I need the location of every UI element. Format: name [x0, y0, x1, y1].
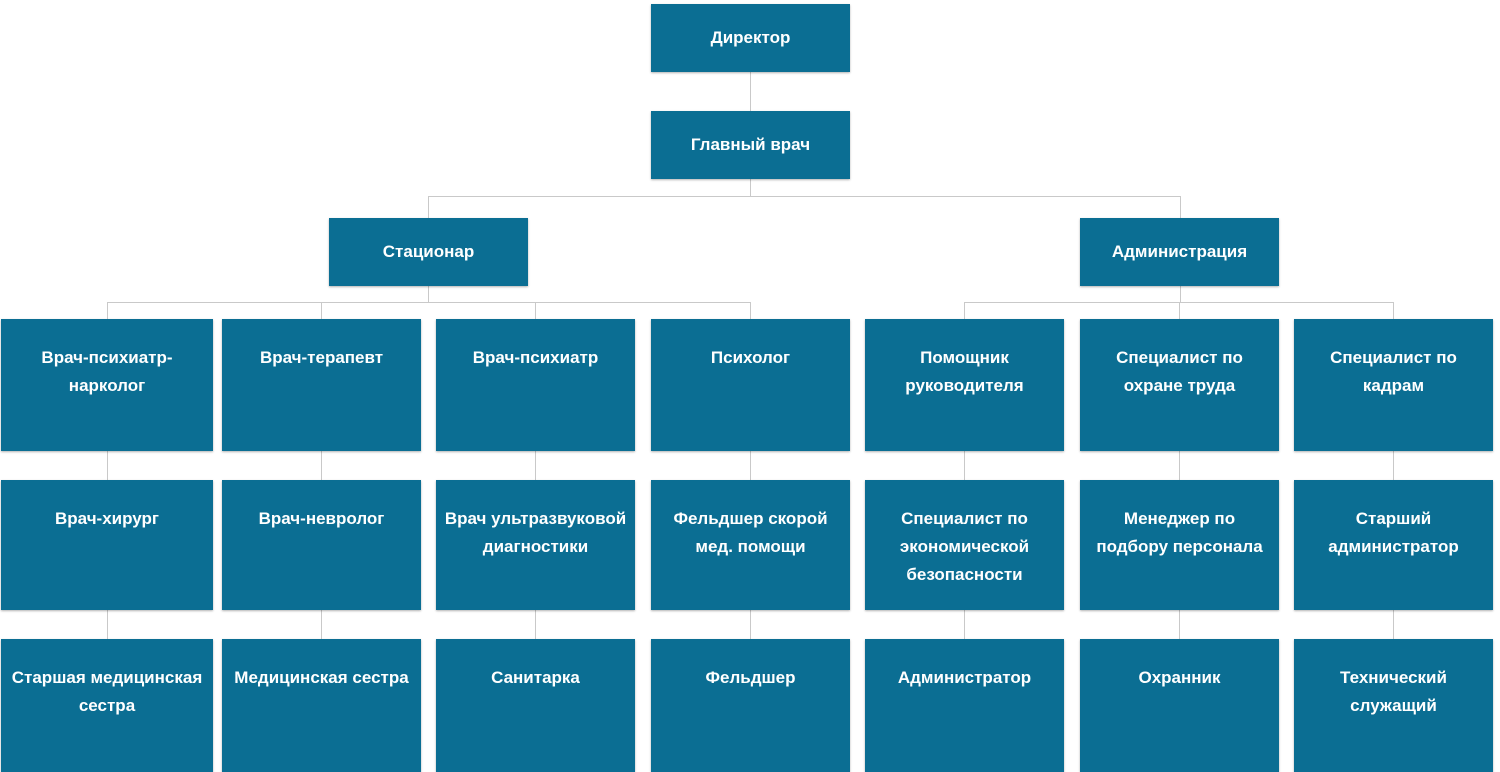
node-hr-specialist[interactable]: Специалист по кадрам	[1294, 319, 1493, 451]
node-econ-security-label: Специалист по экономической безопасности	[899, 509, 1030, 584]
connector-ultrasound-to-orderly	[535, 610, 536, 639]
node-psychiatrist[interactable]: Врач-психиатр	[436, 319, 635, 451]
node-psychologist[interactable]: Психолог	[651, 319, 850, 451]
node-assistant-head-label: Помощник руководителя	[905, 348, 1024, 395]
node-hr-specialist-label: Специалист по кадрам	[1330, 348, 1457, 395]
node-psych-narc-label: Врач-психиатр-нарколог	[41, 348, 173, 395]
connector-paramedic-ems-to-paramedic	[750, 610, 751, 639]
node-head-nurse-label: Старшая медицинская сестра	[11, 668, 203, 715]
node-administration-label: Администрация	[1111, 242, 1248, 261]
node-guard[interactable]: Охранник	[1080, 639, 1279, 772]
connector-senior-admin-to-technical-staff	[1393, 610, 1394, 639]
connector-neurologist-to-nurse	[321, 610, 322, 639]
connector-hr-to-senior-admin	[1393, 451, 1394, 480]
node-director[interactable]: Директор	[651, 4, 850, 72]
node-therapist[interactable]: Врач-терапевт	[222, 319, 421, 451]
node-surgeon[interactable]: Врач-хирург	[1, 480, 213, 610]
node-chief-doctor[interactable]: Главный врач	[651, 111, 850, 179]
connector-hospital-to-psychiatrist	[535, 302, 536, 319]
node-paramedic-label: Фельдшер	[705, 668, 796, 687]
node-neurologist[interactable]: Врач-невролог	[222, 480, 421, 610]
connector-psychiatrist-to-ultrasound	[535, 451, 536, 480]
connector-administration-to-assistant	[964, 302, 965, 319]
node-administrator-label: Администратор	[897, 668, 1032, 687]
node-neurologist-label: Врач-невролог	[258, 509, 385, 528]
node-labor-safety[interactable]: Специалист по охране труда	[1080, 319, 1279, 451]
connector-surgeon-to-head-nurse	[107, 610, 108, 639]
node-technical-staff[interactable]: Технический служащий	[1294, 639, 1493, 772]
node-nurse[interactable]: Медицинская сестра	[222, 639, 421, 772]
node-administrator[interactable]: Администратор	[865, 639, 1064, 772]
connector-administration-to-labor-safety	[1179, 302, 1180, 319]
node-therapist-label: Врач-терапевт	[259, 348, 384, 367]
connector-hospital-to-psychologist	[750, 302, 751, 319]
node-psychiatrist-label: Врач-психиатр	[472, 348, 599, 367]
node-hospital[interactable]: Стационар	[329, 218, 528, 286]
connector-recruiter-to-guard	[1179, 610, 1180, 639]
node-psych-narc[interactable]: Врач-психиатр-нарколог	[1, 319, 213, 451]
connector-hospital-to-therapist	[321, 302, 322, 319]
connector-therapist-to-neurologist	[321, 451, 322, 480]
connector-labor-safety-to-recruiter	[1179, 451, 1180, 480]
node-paramedic[interactable]: Фельдшер	[651, 639, 850, 772]
connector-chief-stem	[750, 179, 751, 196]
connector-psychologist-to-paramedic-ems	[750, 451, 751, 480]
connector-director-chief	[750, 72, 751, 112]
node-recruiter[interactable]: Менеджер по подбору персонала	[1080, 480, 1279, 610]
node-paramedic-ems[interactable]: Фельдшер скорой мед. помощи	[651, 480, 850, 610]
node-psychologist-label: Психолог	[710, 348, 791, 367]
node-chief-doctor-label: Главный врач	[690, 135, 811, 154]
node-orderly[interactable]: Санитарка	[436, 639, 635, 772]
node-administration[interactable]: Администрация	[1080, 218, 1279, 286]
node-senior-admin-label: Старший администратор	[1328, 509, 1459, 556]
node-ultrasound[interactable]: Врач ультразвуковой диагностики	[436, 480, 635, 610]
connector-psych-narc-to-surgeon	[107, 451, 108, 480]
connector-administration-stem	[1180, 286, 1181, 302]
connector-hospital-to-psych-narc	[107, 302, 108, 319]
node-surgeon-label: Врач-хирург	[55, 509, 159, 528]
node-recruiter-label: Менеджер по подбору персонала	[1096, 509, 1263, 556]
node-head-nurse[interactable]: Старшая медицинская сестра	[1, 639, 213, 772]
connector-hospital-bus	[107, 302, 751, 303]
connector-chief-bus	[428, 196, 1180, 197]
connector-chief-to-hospital	[428, 196, 429, 219]
connector-administration-to-hr	[1393, 302, 1394, 319]
node-nurse-label: Медицинская сестра	[234, 668, 409, 687]
connector-assistant-to-econ-security	[964, 451, 965, 480]
connector-chief-to-administration	[1180, 196, 1181, 219]
node-technical-staff-label: Технический служащий	[1340, 668, 1447, 715]
node-director-label: Директор	[710, 28, 791, 47]
connector-administration-bus	[964, 302, 1393, 303]
node-ultrasound-label: Врач ультразвуковой диагностики	[444, 509, 627, 556]
connector-econ-security-to-administrator	[964, 610, 965, 639]
node-senior-admin[interactable]: Старший администратор	[1294, 480, 1493, 610]
connector-hospital-stem	[428, 286, 429, 302]
node-guard-label: Охранник	[1138, 668, 1221, 687]
node-labor-safety-label: Специалист по охране труда	[1116, 348, 1243, 395]
node-econ-security[interactable]: Специалист по экономической безопасности	[865, 480, 1064, 610]
node-hospital-label: Стационар	[382, 242, 475, 261]
node-orderly-label: Санитарка	[491, 668, 580, 687]
node-paramedic-ems-label: Фельдшер скорой мед. помощи	[673, 509, 828, 556]
node-assistant-head[interactable]: Помощник руководителя	[865, 319, 1064, 451]
